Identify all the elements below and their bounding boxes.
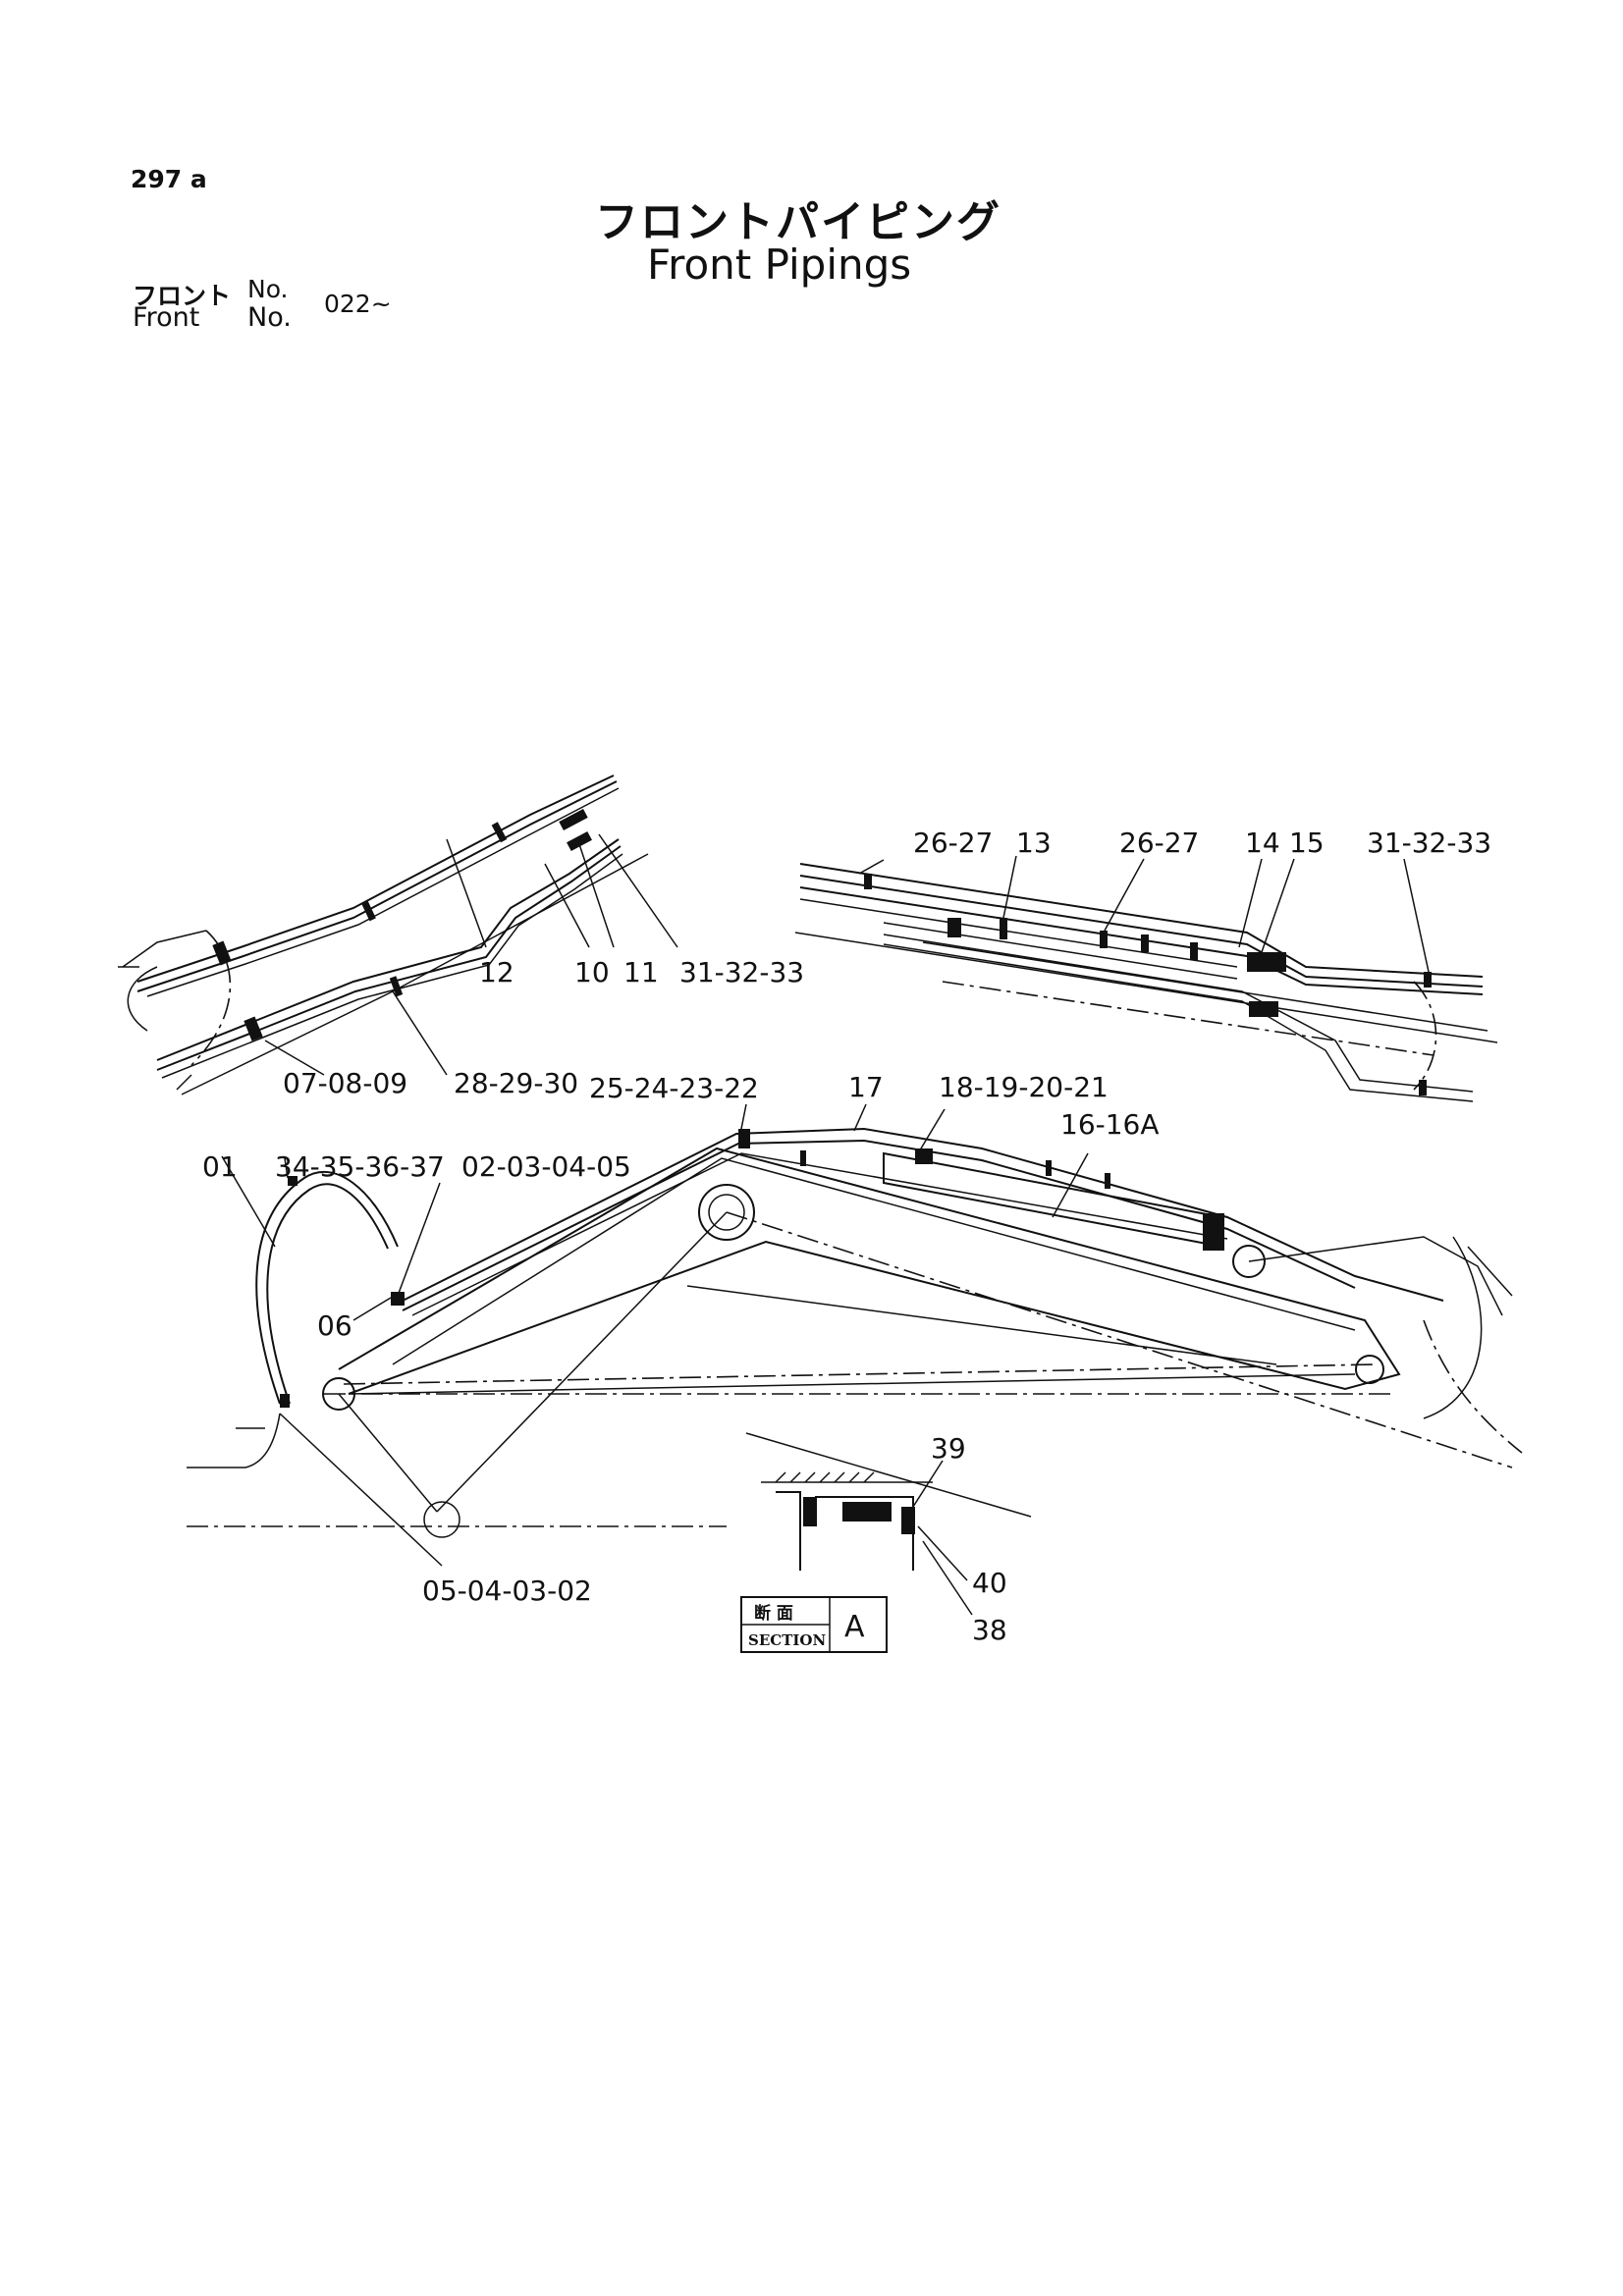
front-no-range: 022~ bbox=[324, 290, 392, 318]
callout-02-03-04-05: 02-03-04-05 bbox=[461, 1150, 631, 1183]
detail-view-left bbox=[118, 774, 678, 1095]
detail-view-right bbox=[794, 855, 1498, 1102]
callout-40: 40 bbox=[972, 1567, 1007, 1599]
callout-14: 14 bbox=[1245, 827, 1280, 859]
callout-31-32-33-left: 31-32-33 bbox=[679, 956, 804, 988]
callout-10: 10 bbox=[574, 956, 610, 988]
callout-16-16a: 16-16A bbox=[1060, 1108, 1160, 1141]
callout-26-27-a: 26-27 bbox=[913, 827, 993, 859]
callout-38: 38 bbox=[972, 1614, 1007, 1646]
callout-12: 12 bbox=[479, 956, 514, 988]
callout-18-19-20-21: 18-19-20-21 bbox=[939, 1071, 1109, 1103]
section-letter: A bbox=[844, 1610, 865, 1644]
callout-05-04-03-02: 05-04-03-02 bbox=[422, 1575, 592, 1607]
callout-17: 17 bbox=[848, 1071, 884, 1103]
callout-01: 01 bbox=[202, 1150, 238, 1183]
front-no-label-english: Front bbox=[133, 302, 200, 333]
title-japanese: フロントパイピング bbox=[595, 197, 1001, 247]
callout-13: 13 bbox=[1016, 827, 1052, 859]
callout-39: 39 bbox=[931, 1432, 966, 1465]
front-no-label-abbrev-1: No. bbox=[247, 275, 289, 303]
callout-15: 15 bbox=[1289, 827, 1325, 859]
callout-31-32-33-right: 31-32-33 bbox=[1367, 827, 1491, 859]
callout-25-24-23-22: 25-24-23-22 bbox=[589, 1072, 759, 1104]
callout-07-08-09: 07-08-09 bbox=[283, 1067, 407, 1099]
front-no-label-japanese: フロント bbox=[133, 282, 232, 310]
callout-06: 06 bbox=[317, 1309, 352, 1342]
boom-main-view bbox=[187, 1103, 1523, 1567]
callout-28-29-30: 28-29-30 bbox=[454, 1067, 578, 1099]
section-a-detail bbox=[740, 1432, 1032, 1653]
callout-11: 11 bbox=[623, 956, 659, 988]
title-english: Front Pipings bbox=[647, 240, 912, 289]
front-no-label-abbrev-2: No. bbox=[247, 302, 292, 333]
section-label-japanese: 断 面 bbox=[754, 1603, 793, 1624]
callout-26-27-b: 26-27 bbox=[1119, 827, 1199, 859]
section-label-english: SECTION bbox=[748, 1631, 826, 1649]
callout-34-35-36-37: 34-35-36-37 bbox=[275, 1150, 445, 1183]
page-number: 297 a bbox=[131, 165, 207, 193]
